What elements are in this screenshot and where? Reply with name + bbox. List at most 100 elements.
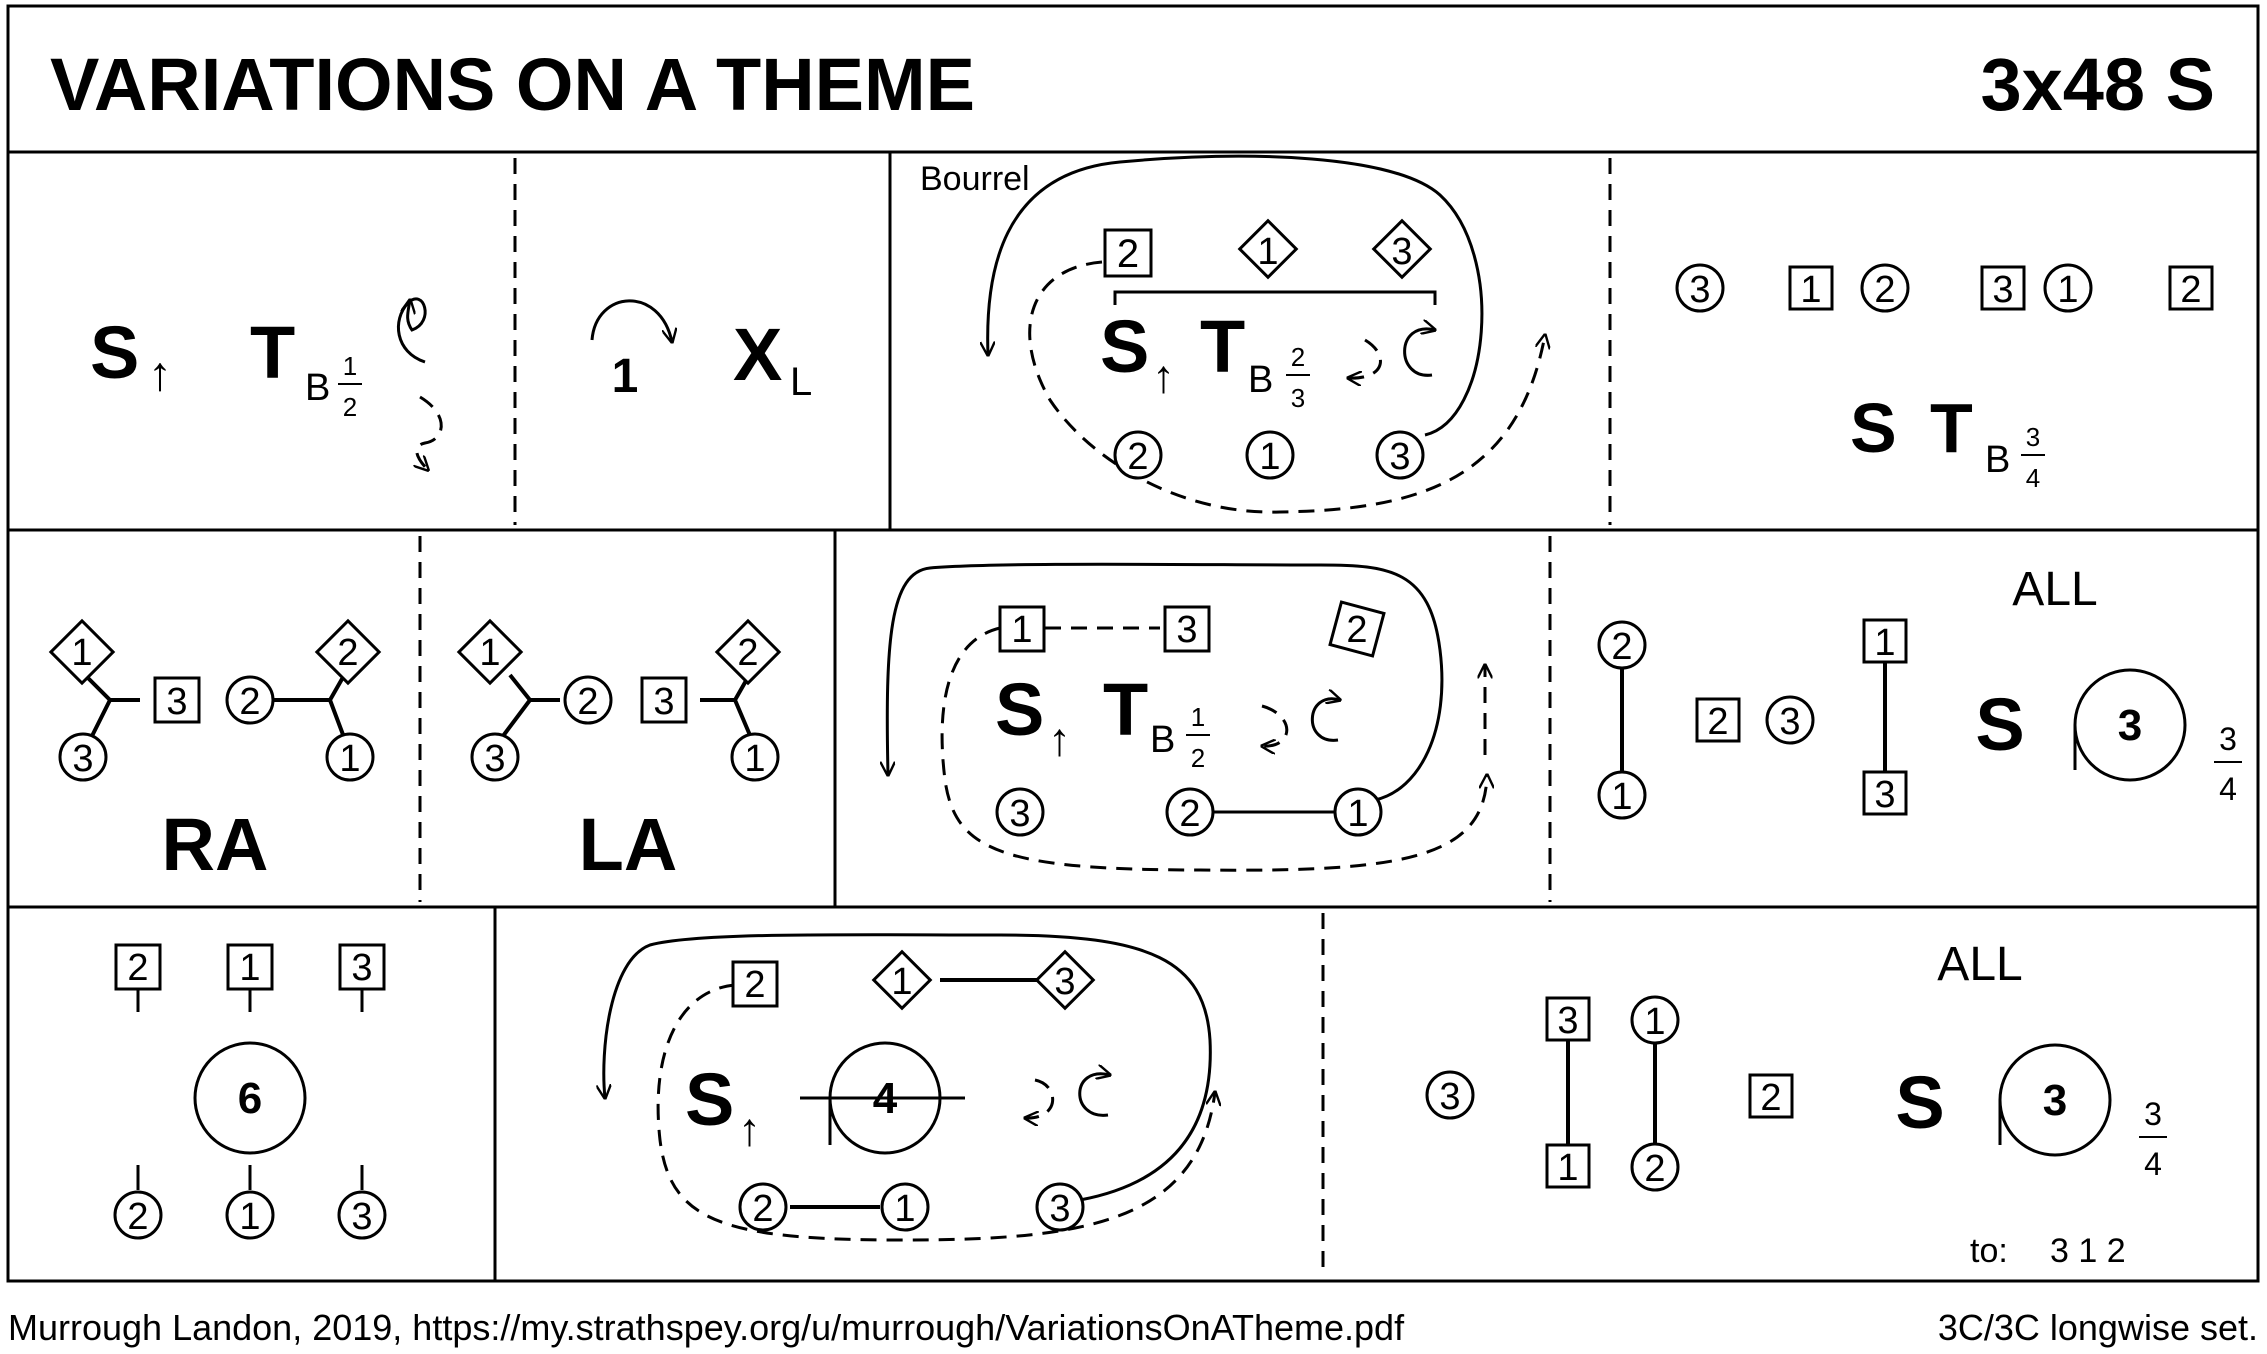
right-hands-label: RA xyxy=(162,803,269,886)
loop-arrow-icon xyxy=(417,395,443,470)
woman-3: 3 xyxy=(72,738,93,780)
man-3: 3 xyxy=(1874,774,1895,816)
all-label: ALL xyxy=(2012,563,2097,616)
fraction-den: 2 xyxy=(343,392,357,422)
turn-arrow-icon xyxy=(1262,704,1289,746)
man-2: 2 xyxy=(1346,609,1367,651)
turn-symbol: T xyxy=(250,311,295,394)
advance-arrow: ↑ xyxy=(148,348,172,401)
advance-arrow: ↑ xyxy=(1048,713,1071,765)
both-hands-sub: B xyxy=(1985,439,2010,481)
woman-2: 2 xyxy=(1874,269,1895,311)
man-1: 1 xyxy=(1011,609,1032,651)
set-symbol: S xyxy=(90,311,139,394)
woman-2: 2 xyxy=(577,681,598,723)
woman-2: 2 xyxy=(1644,1148,1665,1190)
circle-six: 2 1 3 6 2 1 3 xyxy=(113,943,387,1240)
final-order: 3 1 2 xyxy=(2050,1232,2126,1270)
man-2: 2 xyxy=(1117,232,1139,276)
both-hands-sub: B xyxy=(1248,359,1273,401)
woman-1: 1 xyxy=(1259,436,1280,478)
woman-1: 1 xyxy=(1347,793,1368,835)
woman-2: 2 xyxy=(752,1188,773,1230)
man-1: 1 xyxy=(479,632,500,674)
cast-arrow-icon xyxy=(590,299,672,342)
turn-symbol: T xyxy=(1930,389,1973,467)
fraction-num: 3 xyxy=(2144,1096,2162,1132)
left-hands-across: 1 2 3 2 3 1 LA xyxy=(456,618,782,886)
man-1: 1 xyxy=(1557,1147,1578,1189)
woman-3: 3 xyxy=(1779,701,1800,743)
man-1: 1 xyxy=(71,632,92,674)
woman-3: 3 xyxy=(1389,436,1410,478)
man-2: 2 xyxy=(744,964,765,1006)
bar-1-8-set-and-turn: S ↑ T B 1 2 xyxy=(90,299,443,470)
man-3: 3 xyxy=(653,681,674,723)
cross-symbol: X xyxy=(733,313,782,396)
woman-1: 1 xyxy=(1611,776,1632,818)
man-3: 3 xyxy=(1391,231,1412,273)
fraction-num: 3 xyxy=(2219,721,2237,757)
left-hands-label: LA xyxy=(579,803,678,886)
man-1: 1 xyxy=(891,961,912,1003)
set-and-circle-four: 2 1 3 S ↑ 4 2 1 3 xyxy=(604,933,1215,1242)
set-symbol: S xyxy=(1100,305,1149,388)
loop-arrow-icon xyxy=(396,299,427,364)
fraction-den: 4 xyxy=(2219,771,2237,807)
woman-2: 2 xyxy=(127,1196,148,1238)
fraction-den: 2 xyxy=(1191,743,1205,773)
fraction-den: 3 xyxy=(1291,383,1305,413)
man-3: 3 xyxy=(166,681,187,723)
woman-3: 3 xyxy=(1009,793,1030,835)
both-hands-sub: B xyxy=(305,367,330,409)
man-1: 1 xyxy=(239,947,260,989)
man-2: 2 xyxy=(2180,269,2201,311)
woman-1: 1 xyxy=(2057,269,2078,311)
fraction-den: 4 xyxy=(2144,1146,2162,1182)
cast-dancer: 1 xyxy=(612,350,639,403)
set-symbol: S xyxy=(1850,389,1897,467)
woman-2: 2 xyxy=(1611,626,1632,668)
man-2: 2 xyxy=(1707,701,1728,743)
man-3: 3 xyxy=(1176,609,1197,651)
set-footer: 3C/3C longwise set. xyxy=(1938,1307,2258,1348)
turn-arrow-icon xyxy=(1348,338,1382,378)
circle-dancers: 6 xyxy=(238,1074,262,1123)
woman-1: 1 xyxy=(239,1196,260,1238)
dance-title: VARIATIONS ON A THEME xyxy=(50,43,975,126)
turn-symbol: T xyxy=(1103,668,1148,751)
turn-arrow-icon xyxy=(1310,699,1340,742)
fraction-num: 2 xyxy=(1291,342,1305,372)
turn-arrow-icon xyxy=(1403,329,1435,377)
woman-3: 3 xyxy=(484,738,505,780)
set-and-turn-loops: 1 3 2 S ↑ T B 1 2 3 2 1 xyxy=(887,562,1487,872)
circle-dancers: 4 xyxy=(873,1074,898,1123)
man-1: 1 xyxy=(1257,231,1278,273)
woman-3: 3 xyxy=(1439,1076,1460,1118)
woman-3: 3 xyxy=(351,1196,372,1238)
advance-arrow: ↑ xyxy=(1152,350,1175,402)
woman-3: 3 xyxy=(1049,1188,1070,1230)
advance-arrow: ↑ xyxy=(738,1103,761,1155)
woman-2: 2 xyxy=(239,681,260,723)
to-label: to: xyxy=(1970,1232,2008,1270)
card-grid xyxy=(6,4,2260,1283)
cast-and-cross: 1 X L xyxy=(590,299,812,404)
woman-3: 3 xyxy=(1689,269,1710,311)
cross-left-sub: L xyxy=(790,360,812,404)
woman-1: 1 xyxy=(894,1188,915,1230)
fraction-num: 3 xyxy=(2026,422,2040,452)
woman-2: 2 xyxy=(1179,793,1200,835)
circle-dancers: 3 xyxy=(2118,701,2142,750)
man-3: 3 xyxy=(351,947,372,989)
woman-1: 1 xyxy=(339,738,360,780)
woman-1: 1 xyxy=(1644,1001,1665,1043)
bourrel-label: Bourrel xyxy=(920,160,1030,198)
right-hands-across: 1 3 2 2 3 1 RA xyxy=(48,618,382,886)
man-2: 2 xyxy=(1760,1077,1781,1119)
all-label: ALL xyxy=(1937,938,2022,991)
dance-type: 3x48 S xyxy=(1980,43,2215,126)
circle-dancers: 3 xyxy=(2043,1076,2067,1125)
man-2: 2 xyxy=(337,632,358,674)
